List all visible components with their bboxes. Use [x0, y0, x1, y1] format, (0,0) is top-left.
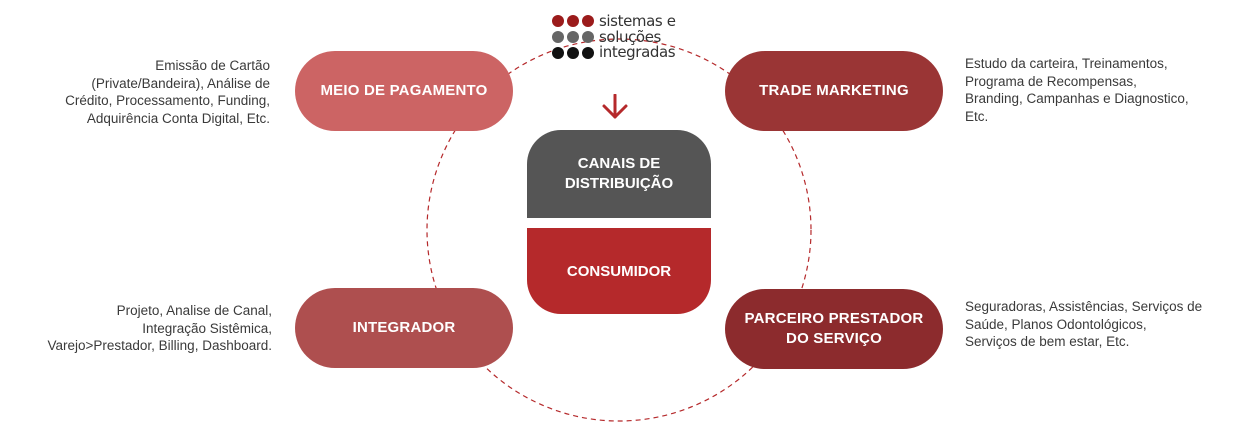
- description-line: Seguradoras, Assistências, Serviços de: [965, 299, 1203, 314]
- arrow-down-icon: [602, 94, 628, 119]
- description-line: Estudo da carteira, Treinamentos,: [965, 56, 1168, 71]
- pill-label: TRADE MARKETING: [759, 82, 909, 99]
- company-logo: sistemas e soluções integradas: [552, 14, 702, 64]
- description-line: Branding, Campanhas e Diagnostico,: [965, 91, 1189, 106]
- pill-trade-marketing: TRADE MARKETING: [725, 51, 943, 131]
- description-line: Programa de Recompensas,: [965, 73, 1137, 89]
- pill-label: INTEGRADOR: [352, 319, 456, 336]
- description-meio-de-pagamento: Emissão de Cartão (Private/Bandeira), An…: [65, 57, 270, 127]
- description-line: Crédito, Processamento, Funding,: [65, 93, 270, 108]
- description-line: Integração Sistêmica,: [142, 320, 272, 336]
- description-parceiro-prestador: Seguradoras, Assistências, Serviços de S…: [965, 298, 1202, 351]
- logo-wordmark: sistemas e soluções integradas: [599, 14, 676, 61]
- description-line: Projeto, Analise de Canal,: [116, 303, 272, 318]
- logo-dot: [582, 15, 594, 27]
- description-line: Varejo>Prestador, Billing, Dashboard.: [47, 338, 272, 353]
- logo-dot: [567, 47, 579, 59]
- description-line: Adquirência Conta Digital, Etc.: [86, 110, 270, 126]
- description-line: Serviços de bem estar, Etc.: [965, 334, 1130, 349]
- center-top-line: DISTRIBUIÇÃO: [564, 175, 674, 192]
- logo-dot: [582, 31, 594, 43]
- description-line: Etc.: [965, 108, 989, 124]
- pill-label-line: DO SERVIÇO: [786, 330, 882, 347]
- description-line: Saúde, Planos Odontológicos,: [965, 316, 1147, 332]
- center-box-consumer: CONSUMIDOR: [527, 228, 711, 314]
- logo-dot: [552, 15, 564, 27]
- logo-line: soluções: [599, 27, 661, 46]
- pill-label: MEIO DE PAGAMENTO: [320, 82, 488, 99]
- logo-line: integradas: [599, 43, 676, 61]
- logo-line: sistemas e: [599, 12, 676, 30]
- description-trade-marketing: Estudo da carteira, Treinamentos, Progra…: [965, 55, 1189, 125]
- pill-label-line: PARCEIRO PRESTADOR: [744, 310, 924, 327]
- center-box-channels: CANAIS DE DISTRIBUIÇÃO: [527, 130, 711, 218]
- center-top-line: CANAIS DE: [577, 155, 661, 172]
- pill-meio-de-pagamento: MEIO DE PAGAMENTO: [295, 51, 513, 131]
- pill-integrador: INTEGRADOR: [295, 288, 513, 368]
- center-bottom-label: CONSUMIDOR: [566, 262, 672, 280]
- logo-dot: [567, 31, 579, 43]
- logo-dot-grid: [552, 14, 596, 62]
- logo-dot: [567, 15, 579, 27]
- description-line: (Private/Bandeira), Análise de: [91, 75, 270, 91]
- description-integrador: Projeto, Analise de Canal, Integração Si…: [47, 302, 272, 355]
- logo-dot: [552, 31, 564, 43]
- logo-dot: [582, 47, 594, 59]
- logo-dot: [552, 47, 564, 59]
- pill-parceiro-prestador: PARCEIRO PRESTADOR DO SERVIÇO: [725, 289, 943, 369]
- description-line: Emissão de Cartão: [155, 58, 270, 73]
